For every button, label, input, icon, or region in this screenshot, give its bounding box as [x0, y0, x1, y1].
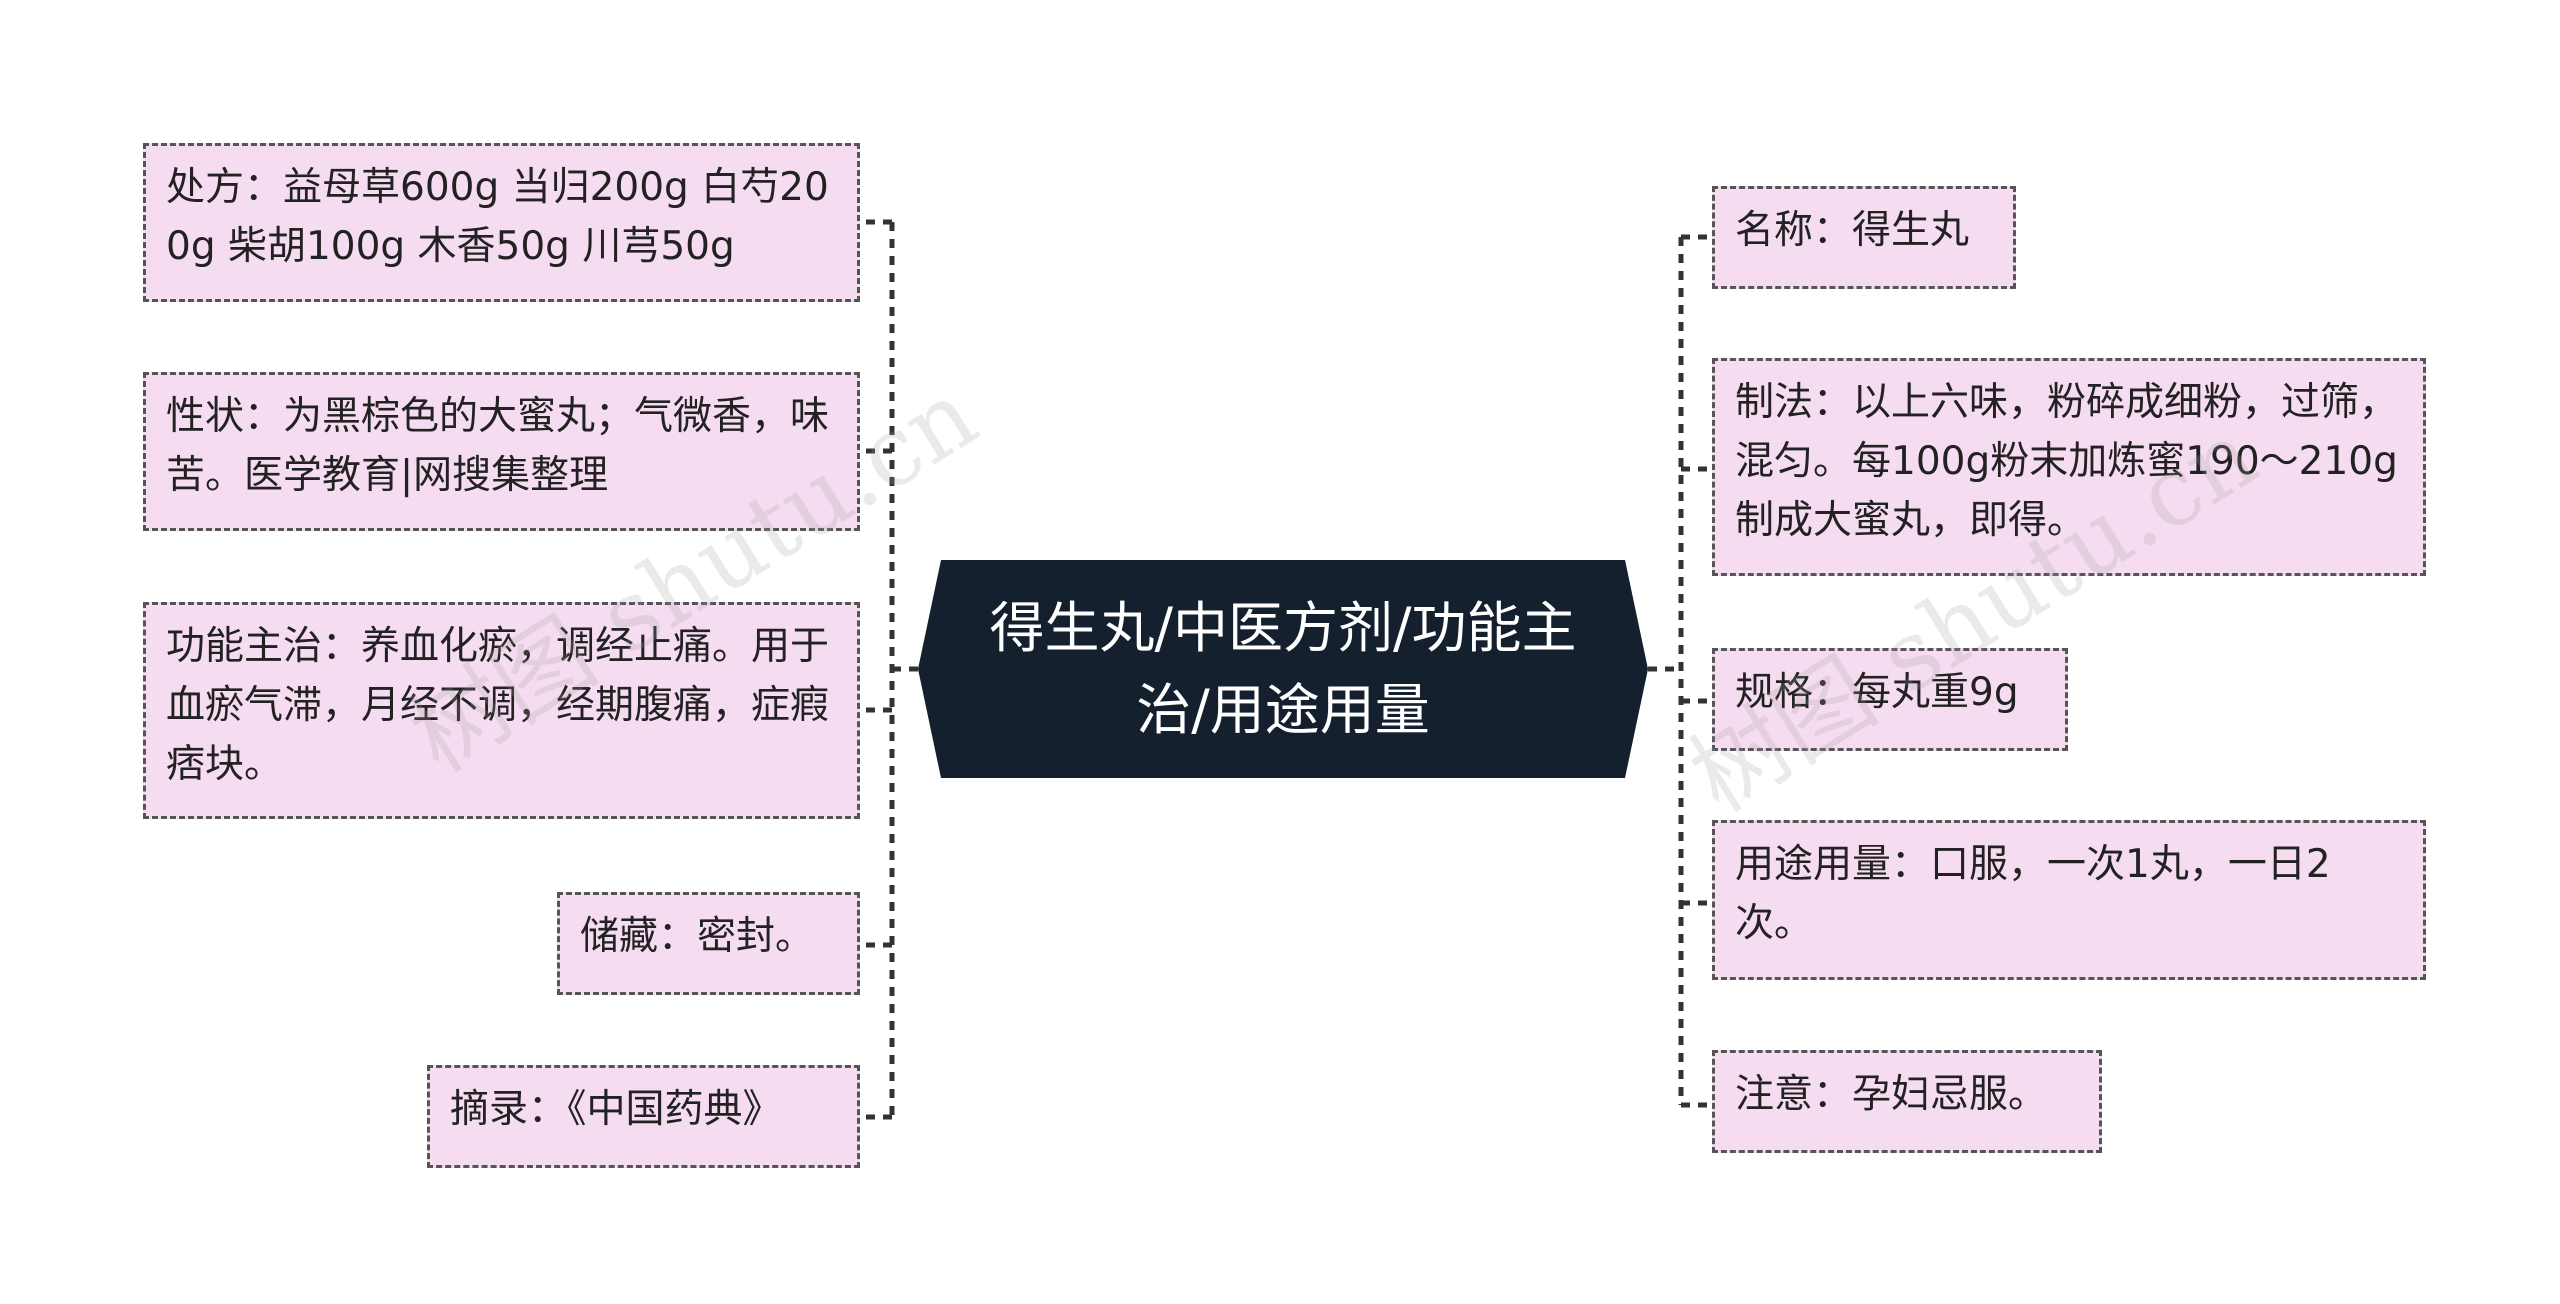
left-node-storage-label: 储藏：密封。	[580, 914, 815, 959]
left-node-source-label: 摘录：《中国药典》	[450, 1087, 782, 1132]
right-node-dosage-label: 用途用量：口服，一次1丸，一日2次。	[1735, 842, 2331, 946]
left-node-prescription[interactable]: 处方：益母草600g 当归200g 白芍200g 柴胡100g 木香50g 川芎…	[143, 143, 860, 302]
right-node-dosage[interactable]: 用途用量：口服，一次1丸，一日2次。	[1712, 820, 2426, 980]
right-node-caution[interactable]: 注意：孕妇忌服。	[1712, 1050, 2102, 1153]
left-node-prescription-label: 处方：益母草600g 当归200g 白芍200g 柴胡100g 木香50g 川芎…	[166, 165, 829, 269]
left-node-properties-label: 性状：为黑棕色的大蜜丸；气微香，味苦。医学教育|网搜集整理	[166, 394, 830, 498]
left-node-source[interactable]: 摘录：《中国药典》	[427, 1065, 860, 1168]
left-node-indications-label: 功能主治：养血化瘀，调经止痛。用于血瘀气滞，月经不调，经期腹痛，症瘕痞块。	[166, 624, 830, 787]
right-node-preparation[interactable]: 制法：以上六味，粉碎成细粉，过筛，混匀。每100g粉末加炼蜜190～210g制成…	[1712, 358, 2426, 576]
left-node-properties[interactable]: 性状：为黑棕色的大蜜丸；气微香，味苦。医学教育|网搜集整理	[143, 372, 860, 531]
right-node-specification[interactable]: 规格：每丸重9g	[1712, 648, 2068, 751]
connector-right-trunk	[1648, 237, 1684, 1105]
right-node-caution-label: 注意：孕妇忌服。	[1735, 1072, 2048, 1117]
connector-left-trunk	[889, 222, 918, 1117]
right-node-name-label: 名称：得生丸	[1735, 208, 1970, 253]
right-node-specification-label: 规格：每丸重9g	[1735, 670, 2019, 715]
right-node-name[interactable]: 名称：得生丸	[1712, 186, 2016, 289]
left-node-storage[interactable]: 储藏：密封。	[557, 892, 860, 995]
central-topic[interactable]: 得生丸/中医方剂/功能主治/用途用量	[918, 560, 1648, 778]
left-node-indications[interactable]: 功能主治：养血化瘀，调经止痛。用于血瘀气滞，月经不调，经期腹痛，症瘕痞块。	[143, 602, 860, 819]
central-topic-label: 得生丸/中医方剂/功能主治/用途用量	[989, 596, 1577, 742]
right-node-preparation-label: 制法：以上六味，粉碎成细粉，过筛，混匀。每100g粉末加炼蜜190～210g制成…	[1735, 380, 2399, 543]
